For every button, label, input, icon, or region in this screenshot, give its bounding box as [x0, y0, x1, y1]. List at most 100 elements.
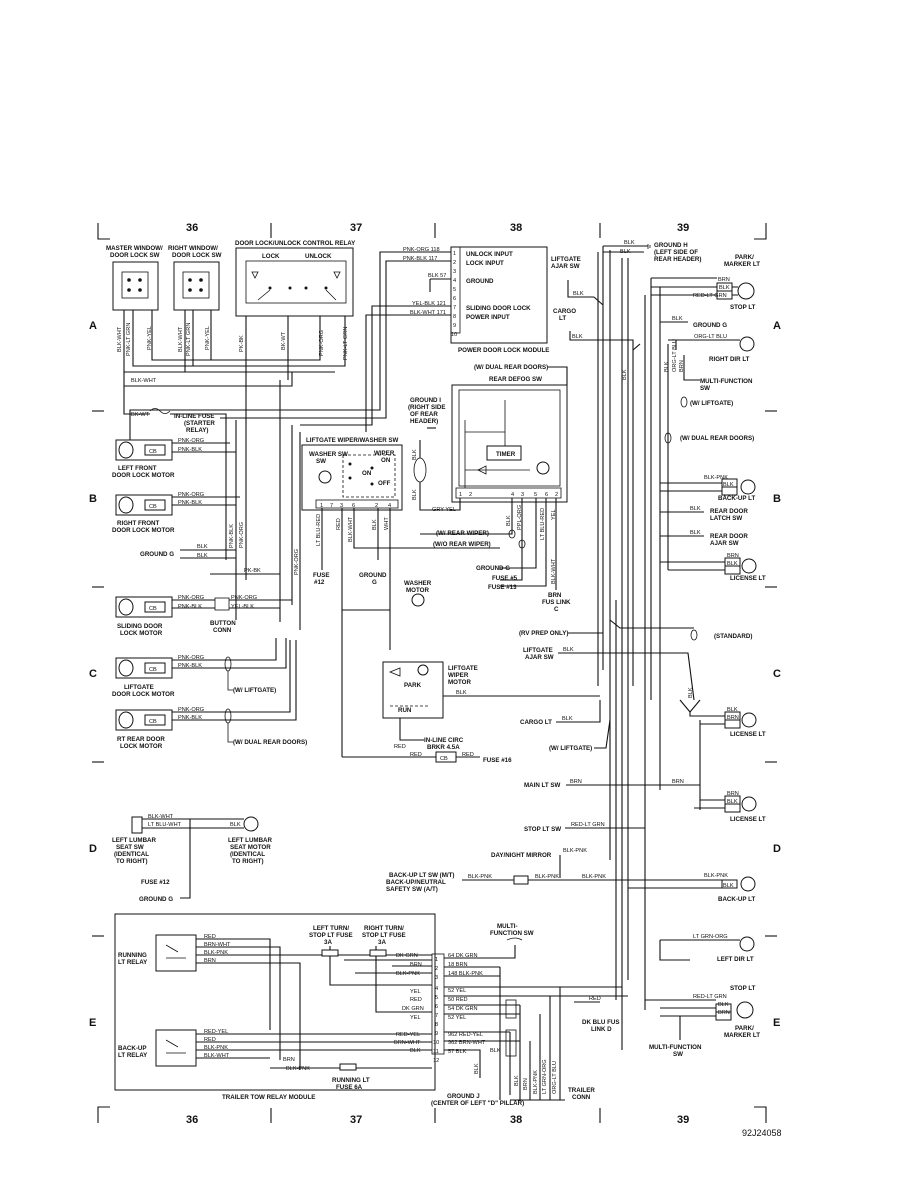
- wire-label: RED-LT GRN: [693, 994, 727, 1000]
- washer-motor-label: WASHER: [404, 580, 432, 587]
- module-wires: [129, 251, 451, 440]
- svg-text:BLK: BLK: [372, 519, 378, 530]
- multi-function-label: SW: [700, 385, 710, 392]
- svg-text:CB: CB: [149, 449, 157, 455]
- wire: [594, 719, 611, 749]
- w-liftgate-label: (W/ LIFTGATE): [233, 687, 276, 694]
- wire-label: BLK: [723, 482, 734, 488]
- wire-label: BLK: [727, 799, 738, 805]
- wire: [609, 619, 694, 629]
- ground-j-label: GROUND J: [447, 1093, 480, 1100]
- lumbar-motor-label: (IDENTICAL: [230, 851, 265, 858]
- wire-label: PNK-BLK: [178, 447, 202, 453]
- svg-text:PARK: PARK: [404, 682, 422, 689]
- w-dual-label: (W/ DUAL REAR DOORS): [233, 739, 307, 746]
- svg-text:9: 9: [435, 1031, 438, 1037]
- rear-latch-label: LATCH SW: [710, 515, 742, 522]
- row-label: C: [773, 668, 781, 680]
- backup-lt-d: [628, 876, 756, 892]
- svg-text:3: 3: [521, 492, 524, 498]
- w-liftgate-label: (W/ LIFTGATE): [549, 745, 592, 752]
- ground-g-label: GROUND: [359, 572, 387, 579]
- right-fuse-label: RIGHT TURN/: [364, 925, 404, 932]
- wire-label: BLK: [412, 489, 418, 500]
- button-conn-label: BUTTON: [210, 620, 236, 627]
- ground-j-label: (CENTER OF LEFT "D" PILLAR): [431, 1100, 524, 1107]
- wire-label: BLK: [688, 687, 694, 698]
- svg-text:OFF: OFF: [378, 480, 391, 487]
- running-fuse-label: RUNNING LT: [332, 1077, 370, 1084]
- svg-text:1: 1: [435, 957, 438, 963]
- svg-text:PNK-LT GRN: PNK-LT GRN: [126, 323, 132, 356]
- running-fuse-label: FUSE 6A: [336, 1084, 363, 1091]
- lumbar-motor-label: LEFT LUMBAR: [228, 837, 273, 844]
- svg-text:BRN: BRN: [523, 1078, 529, 1090]
- daynight-label: DAY/NIGHT MIRROR: [491, 852, 552, 859]
- svg-text:ON: ON: [381, 457, 391, 464]
- rf-motor-label: DOOR LOCK MOTOR: [112, 527, 175, 534]
- right-dir-label: RIGHT DIR LT: [709, 356, 750, 363]
- wiper-sw-wire-labels: LT BLU-RED RED BLK-WHT BLK WHT: [316, 514, 390, 546]
- svg-text:64 DK GRN: 64 DK GRN: [448, 953, 478, 959]
- slide-motor-label: LOCK MOTOR: [120, 630, 163, 637]
- rear-defog-grid: [413, 440, 461, 511]
- svg-text:GROUND: GROUND: [466, 278, 494, 285]
- switch-wires: [123, 310, 346, 560]
- svg-text:WHT: WHT: [384, 517, 390, 530]
- wire-label: PNK-ORG: [231, 595, 257, 601]
- backup-lt-label: BACK-UP LT: [718, 495, 755, 502]
- svg-text:RED: RED: [410, 997, 422, 1003]
- wire-label: YEL-BLK 121: [412, 301, 446, 307]
- inline-cb-label: BRKR 4.5A: [427, 744, 460, 751]
- multi-sw2-symbol: [506, 937, 523, 941]
- wire: [659, 940, 690, 961]
- top-right-wires: [567, 245, 648, 686]
- svg-text:RED: RED: [336, 518, 342, 530]
- svg-text:RED-YEL: RED-YEL: [396, 1032, 420, 1038]
- bus-wire-labels: PNK-BLK PNK-ORG PNK-ORG: [229, 522, 300, 575]
- svg-text:3: 3: [340, 503, 343, 509]
- leader: [227, 723, 233, 743]
- svg-text:RED: RED: [204, 934, 216, 940]
- wire-label: BLK-WHT 171: [410, 310, 446, 316]
- svg-text:1: 1: [459, 492, 462, 498]
- wire-label: BLK: [563, 647, 574, 653]
- defog-output-wires: [420, 498, 557, 590]
- svg-text:DK GRN: DK GRN: [396, 953, 418, 959]
- lumbar-sw-label: SEAT SW: [116, 844, 144, 851]
- right-dir-lamp: [668, 336, 755, 352]
- wire-label: RED: [462, 752, 474, 758]
- svg-text:ORG-LT BLU: ORG-LT BLU: [552, 1061, 558, 1094]
- svg-text:BLK: BLK: [410, 1048, 421, 1054]
- svg-text:PK-BK: PK-BK: [239, 335, 245, 352]
- inline-cb-label: IN-LINE CIRC: [424, 737, 464, 744]
- wiper-sw-title: LIFTGATE WIPER/WASHER SW: [306, 437, 399, 444]
- svg-text:CB: CB: [440, 756, 448, 762]
- svg-text:UNLOCK INPUT: UNLOCK INPUT: [466, 251, 513, 258]
- fuse5-label: FUSE #5: [492, 575, 518, 582]
- lumbar-sw-label: (IDENTICAL: [114, 851, 149, 858]
- svg-text:3: 3: [435, 975, 438, 981]
- ground-i-label: HEADER): [410, 418, 438, 425]
- wire-label: BLK-PNK: [468, 874, 492, 880]
- svg-text:LT BLU-RED: LT BLU-RED: [316, 514, 322, 546]
- right-fuse-label: 3A: [378, 939, 386, 946]
- park-marker-label: PARK/: [735, 1025, 754, 1032]
- wire-label: BLK: [690, 530, 701, 536]
- lock-bus-wires: [210, 380, 301, 630]
- svg-text:ORG-LT BLU: ORG-LT BLU: [672, 339, 678, 372]
- wire-label: BLK: [727, 561, 738, 567]
- svg-text:BLK-WHT: BLK-WHT: [178, 326, 184, 352]
- wire-label: BLK: [690, 506, 701, 512]
- svg-text:LOCK INPUT: LOCK INPUT: [466, 260, 504, 267]
- svg-text:2: 2: [469, 492, 472, 498]
- column-label: 37: [350, 222, 362, 234]
- svg-text:CB: CB: [149, 606, 157, 612]
- column-label: 39: [677, 222, 689, 234]
- svg-text:PNK-ORG: PNK-ORG: [239, 522, 245, 548]
- wire-label: BLK-PNK: [535, 874, 559, 880]
- wire-label: BLK: [723, 883, 734, 889]
- wire-label: PNK-BLK: [178, 604, 202, 610]
- trailer-wire-labels: RED BRN-WHT BLK-PNK BRN RED-YEL RED BLK-…: [204, 934, 501, 1072]
- wire-label: RED: [410, 752, 422, 758]
